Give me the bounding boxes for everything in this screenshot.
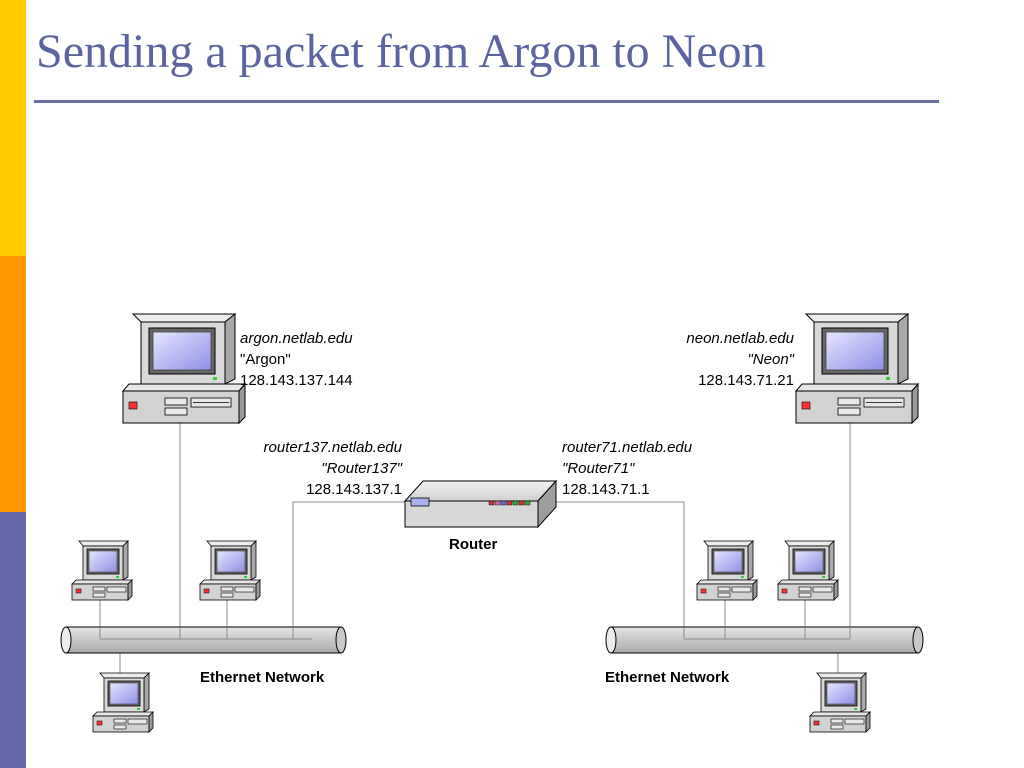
router137-hostname: router137.netlab.edu [263,439,402,456]
neon-hostname: neon.netlab.edu [686,330,794,347]
left-router-link [292,501,407,638]
right-network-caption: Ethernet Network [605,669,730,686]
left-network-caption: Ethernet Network [200,669,325,686]
router137-label: router137.netlab.edu "Router137" 128.143… [264,437,402,500]
router71-label: router71.netlab.edu "Router71" 128.143.7… [562,437,692,500]
sidebar-segment-yellow [0,0,26,256]
sidebar-accent [0,0,26,768]
argon-alias: "Argon" [240,351,291,368]
ethernet-bus-right [605,626,924,654]
neon-alias: "Neon" [747,351,794,368]
router71-alias: "Router71" [562,460,635,477]
router137-ip: 128.143.137.1 [306,481,402,498]
argon-ip: 128.143.137.144 [240,372,353,389]
left-computer-icon-bottom [92,672,154,733]
router-icon [403,479,558,529]
left-computer-icon-2 [199,540,261,601]
neon-label: neon.netlab.edu "Neon" 128.143.71.21 [686,328,794,391]
ethernet-bus-left [60,626,347,654]
slide-title: Sending a packet from Argon to Neon [36,25,766,78]
sidebar-segment-orange [0,256,26,512]
bus-taps [99,627,851,640]
neon-ip: 128.143.71.21 [698,372,794,389]
right-computer-icon-2 [777,540,839,601]
argon-hostname: argon.netlab.edu [240,330,353,347]
title-rule [34,100,939,103]
argon-computer-icon [122,313,246,424]
neon-computer-icon [795,313,919,424]
right-computer-icon-1 [696,540,758,601]
sidebar-segment-blue [0,512,26,768]
router-caption: Router [449,536,498,553]
left-computer-icon-1 [71,540,133,601]
argon-label: argon.netlab.edu "Argon" 128.143.137.144 [240,328,353,391]
right-computer-icon-bottom [809,672,871,733]
router137-alias: "Router137" [321,460,402,477]
router71-ip: 128.143.71.1 [562,481,650,498]
router71-hostname: router71.netlab.edu [562,439,693,456]
